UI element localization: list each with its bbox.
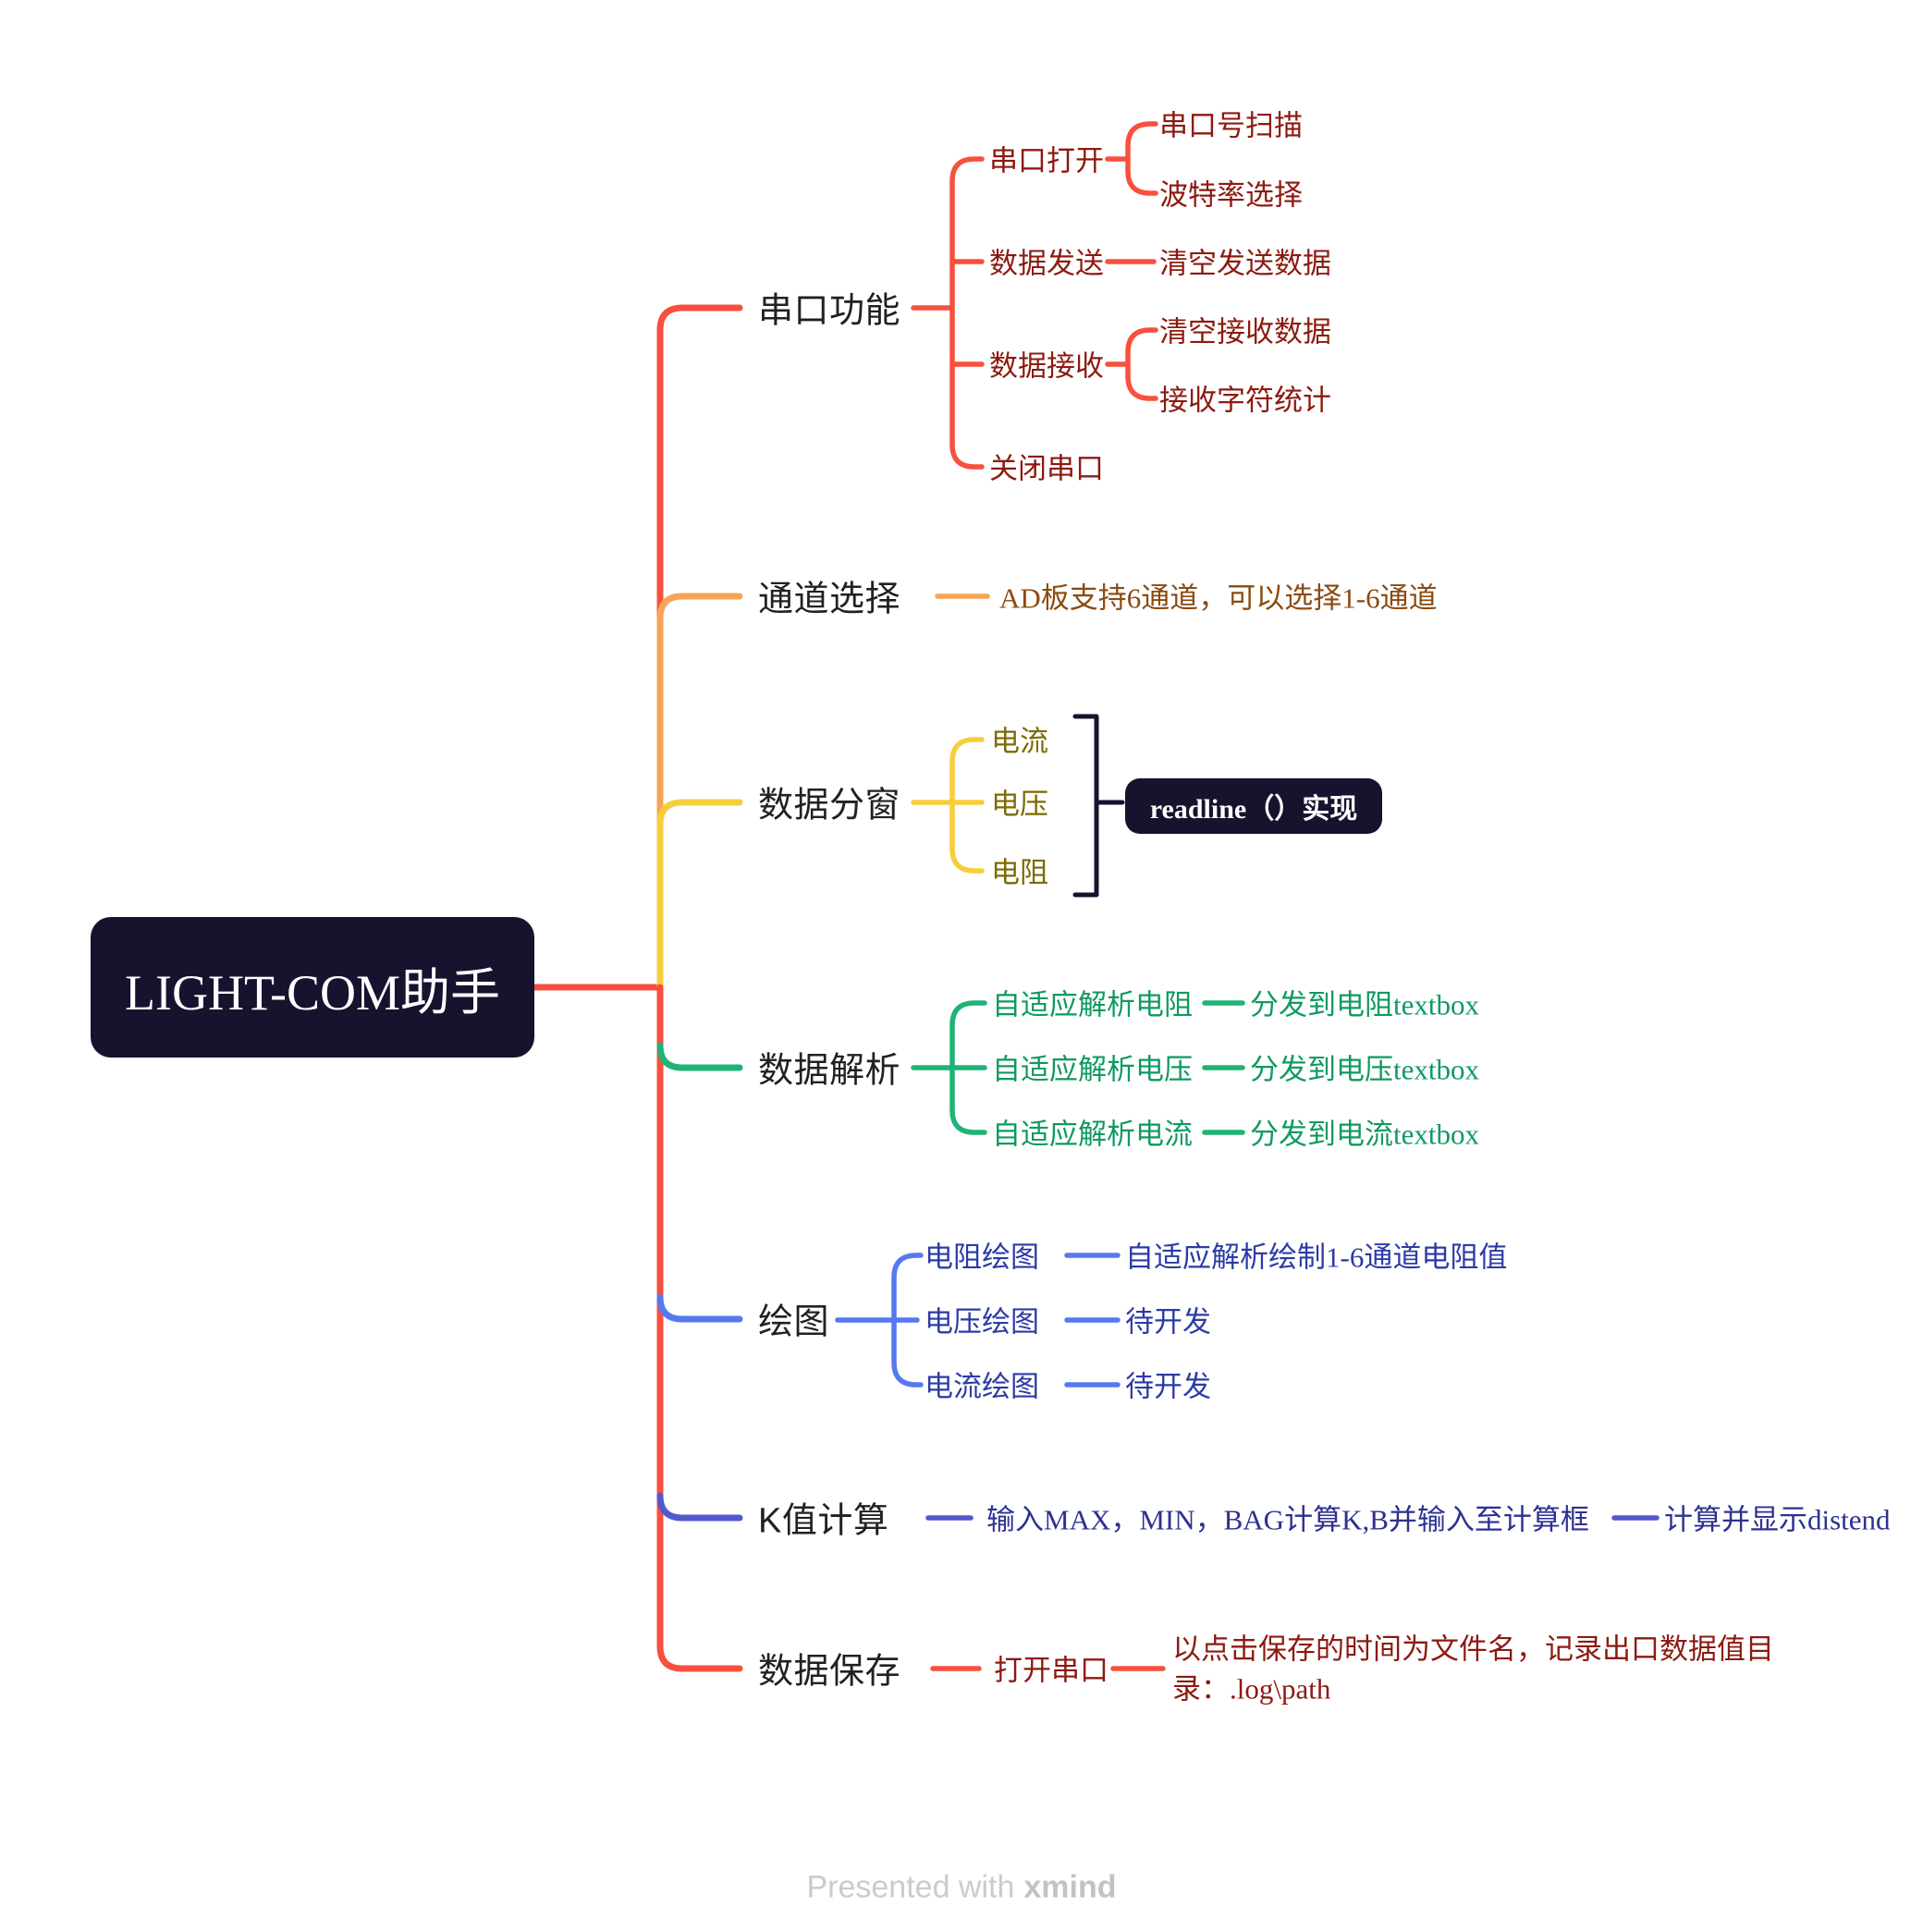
leaf-plot-current-todo[interactable]: 待开发 [1125, 1370, 1211, 1403]
leaf-save-note[interactable]: 以点击保存的时间为文件名，记录出口数据值目录：.log\path [1172, 1632, 1774, 1706]
leaf-k-display[interactable]: 计算并显示distend [1664, 1503, 1891, 1536]
sub-topic-close-port[interactable]: 关闭串口 [989, 452, 1104, 485]
leaf-plot-resistance-note[interactable]: 自适应解析绘制1-6通道电阻值 [1125, 1241, 1508, 1274]
sub-topic-parse-voltage[interactable]: 自适应解析电压 [992, 1053, 1193, 1086]
xmind-logo-text: xmind [1023, 1869, 1117, 1905]
leaf-channel-note[interactable]: AD板支持6通道，可以选择1-6通道 [999, 581, 1438, 615]
plot-branch-lines [835, 1253, 1121, 1388]
summary-topic-readline-label: readline（）实现 [1149, 794, 1358, 825]
summary-topic-readline[interactable]: readline（）实现 [1125, 778, 1382, 834]
parse-branch-lines [911, 1000, 1245, 1135]
main-topic-serial-functions[interactable]: 串口功能 [758, 291, 901, 331]
leaf-port-scan[interactable]: 串口号扫描 [1159, 109, 1303, 142]
window-branch-lines [911, 714, 1125, 898]
leaf-dispatch-resistance[interactable]: 分发到电阻textbox [1250, 988, 1479, 1021]
sub-topic-data-send[interactable]: 数据发送 [989, 247, 1104, 280]
leaf-clear-send[interactable]: 清空发送数据 [1159, 247, 1331, 280]
sub-topic-plot-current[interactable]: 电流绘图 [925, 1370, 1039, 1403]
sub-topic-current[interactable]: 电流 [991, 725, 1048, 758]
serial-branch-lines [911, 121, 1158, 470]
main-topic-data-save[interactable]: 数据保存 [758, 1652, 901, 1692]
footer-credit: Presented with xmind [806, 1870, 1116, 1906]
central-topic-label: LIGHT-COM助手 [124, 964, 500, 1021]
central-topic[interactable]: LIGHT-COM助手 [91, 917, 534, 1058]
leaf-clear-receive[interactable]: 清空接收数据 [1159, 315, 1331, 348]
main-topic-channel-select[interactable]: 通道选择 [758, 580, 901, 619]
summary-bracket [1072, 714, 1125, 898]
sub-topic-resistance[interactable]: 电阻 [991, 856, 1048, 889]
sub-topic-plot-voltage[interactable]: 电压绘图 [925, 1305, 1039, 1339]
sub-topic-plot-resistance[interactable]: 电阻绘图 [925, 1241, 1039, 1274]
sub-topic-open-port-save[interactable]: 打开串口 [994, 1654, 1108, 1687]
trunk-lines [531, 304, 743, 1672]
sub-topic-parse-resistance[interactable]: 自适应解析电阻 [992, 988, 1193, 1021]
sub-topic-voltage[interactable]: 电压 [991, 788, 1048, 821]
leaf-char-count[interactable]: 接收字符统计 [1159, 384, 1331, 417]
leaf-dispatch-current[interactable]: 分发到电流textbox [1250, 1118, 1479, 1151]
leaf-baudrate-select[interactable]: 波特率选择 [1159, 178, 1303, 212]
main-topic-plot[interactable]: 绘图 [758, 1302, 830, 1342]
main-topic-data-parse[interactable]: 数据解析 [758, 1051, 901, 1091]
leaf-plot-voltage-todo[interactable]: 待开发 [1125, 1305, 1211, 1339]
sub-topic-k-input[interactable]: 输入MAX，MIN，BAG计算K,B并输入至计算框 [986, 1503, 1589, 1536]
footer-credit-text: Presented with [806, 1869, 1015, 1905]
sub-topic-serial-open[interactable]: 串口打开 [989, 144, 1104, 177]
main-topic-data-window[interactable]: 数据分窗 [758, 786, 901, 825]
leaf-dispatch-voltage[interactable]: 分发到电压textbox [1250, 1053, 1479, 1086]
main-topic-k-calc[interactable]: K值计算 [758, 1501, 889, 1541]
sub-topic-parse-current[interactable]: 自适应解析电流 [992, 1118, 1193, 1151]
sub-topic-data-receive[interactable]: 数据接收 [989, 349, 1104, 383]
